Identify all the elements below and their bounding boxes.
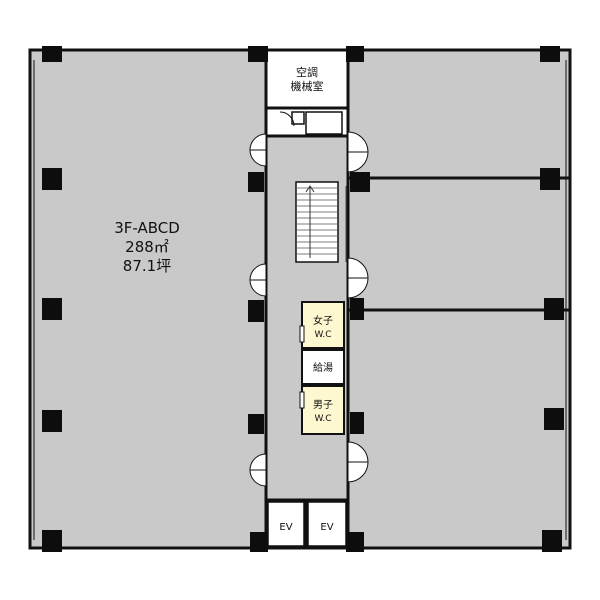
column: [42, 46, 62, 62]
outer-walls: [28, 48, 572, 550]
column: [248, 414, 264, 434]
columns: [42, 46, 564, 552]
column: [540, 168, 560, 190]
wc-doors: [299, 325, 305, 409]
column: [42, 298, 62, 320]
womens-wc-label-1: 女子: [313, 314, 333, 327]
column: [350, 172, 370, 192]
ac-room-label-2: 機械室: [291, 79, 324, 93]
column: [250, 532, 268, 552]
elevator-1-label: EV: [279, 522, 292, 533]
doors: [249, 131, 369, 487]
kitchenette-label: 給湯: [313, 361, 333, 374]
area-m2-label: 288㎡: [125, 238, 169, 256]
unit-name-label: 3F-ABCD: [114, 219, 180, 237]
column: [544, 408, 564, 430]
main-office-floor[interactable]: [30, 50, 266, 548]
shaft-boxes: [291, 111, 343, 135]
mens-wc-label-1: 男子: [313, 399, 333, 411]
elevator-2[interactable]: [307, 501, 347, 547]
column: [542, 530, 562, 552]
column: [350, 412, 364, 434]
column: [350, 298, 364, 320]
column: [346, 46, 364, 62]
ac-room-label-1: 空調: [296, 65, 318, 79]
column: [42, 530, 62, 552]
womens-wc[interactable]: [301, 301, 345, 349]
column: [346, 532, 364, 552]
mens-wc[interactable]: [301, 385, 345, 435]
ac-machine-room: [266, 50, 348, 108]
shaft-door-swing: [279, 111, 295, 127]
area-tsubo-label: 87.1坪: [123, 257, 171, 275]
column: [42, 168, 62, 190]
column: [248, 300, 264, 322]
column: [248, 46, 268, 62]
kitchenette-room[interactable]: [301, 349, 345, 385]
elevator-2-label: EV: [320, 522, 333, 533]
right-office-floor[interactable]: [348, 50, 570, 548]
column: [248, 172, 264, 192]
womens-wc-label-2: W.C: [314, 330, 331, 340]
column: [540, 46, 560, 62]
wc-block: [301, 301, 345, 435]
column: [42, 410, 62, 432]
elevator-1[interactable]: [267, 501, 305, 547]
window-lines: [33, 60, 567, 540]
column: [544, 298, 564, 320]
staircase: [295, 181, 347, 263]
mens-wc-label-2: W.C: [314, 414, 331, 424]
